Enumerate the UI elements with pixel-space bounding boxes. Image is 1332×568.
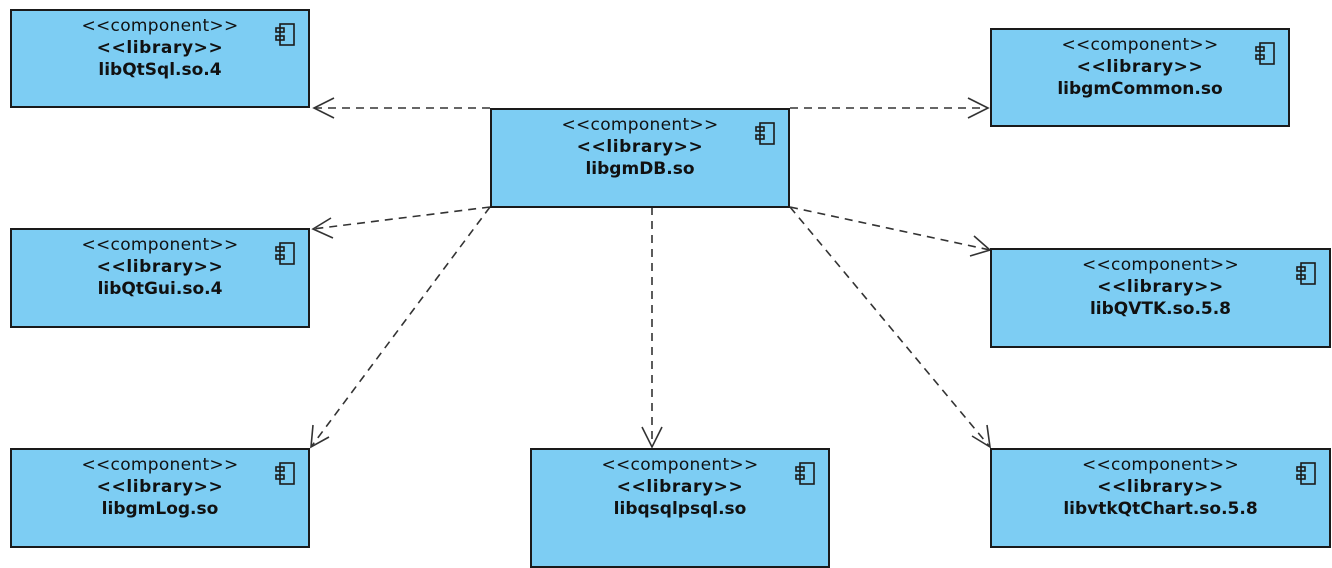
- component-libgmDB[interactable]: <<component>> <<library>> libgmDB.so: [490, 108, 790, 208]
- stereotype-component: <<component>>: [1081, 455, 1240, 475]
- component-libQtSql[interactable]: <<component>> <<library>> libQtSql.so.4: [10, 9, 310, 108]
- stereotype-library: <<library>>: [616, 477, 744, 497]
- component-name: libgmLog.so: [101, 499, 219, 519]
- dependency-arrow-libQtGui: [312, 206, 491, 230]
- component-libgmCommon[interactable]: <<component>> <<library>> libgmCommon.so: [990, 28, 1290, 127]
- arrowhead-libQtGui: [311, 217, 334, 239]
- stereotype-library: <<library>>: [576, 137, 704, 157]
- component-name: libQtSql.so.4: [98, 60, 222, 80]
- stereotype-library: <<library>>: [1097, 277, 1224, 297]
- component-icon: [275, 23, 295, 46]
- component-name: libQVTK.so.5.8: [1089, 299, 1232, 319]
- dependency-arrow-libQVTK: [789, 206, 991, 251]
- stereotype-component: <<component>>: [81, 16, 239, 36]
- arrowhead-libQtSql: [312, 97, 335, 119]
- component-libqsqlpsql[interactable]: <<component>> <<library>> libqsqlpsql.so: [530, 448, 830, 568]
- dependency-arrow-libvtkQtChart: [789, 206, 991, 448]
- stereotype-component: <<component>>: [1081, 255, 1240, 275]
- component-libQtGui[interactable]: <<component>> <<library>> libQtGui.so.4: [10, 228, 310, 328]
- component-name: libgmDB.so: [585, 159, 695, 179]
- stereotype-library: <<library>>: [96, 257, 224, 277]
- component-icon: [755, 122, 775, 145]
- component-name: libqsqlpsql.so: [613, 499, 747, 519]
- component-icon: [1255, 42, 1275, 65]
- component-libgmLog[interactable]: <<component>> <<library>> libgmLog.so: [10, 448, 310, 548]
- arrowhead-libvtkQtChart: [971, 424, 992, 449]
- component-name: libgmCommon.so: [1057, 79, 1223, 99]
- stereotype-library: <<library>>: [96, 477, 224, 497]
- stereotype-library: <<library>>: [1076, 57, 1204, 77]
- arrowhead-libgmLog: [310, 424, 330, 449]
- component-name: libQtGui.so.4: [97, 279, 223, 299]
- stereotype-component: <<component>>: [81, 235, 239, 255]
- component-icon: [795, 462, 815, 485]
- component-icon: [1296, 462, 1316, 485]
- arrowhead-libgmCommon: [967, 97, 990, 119]
- component-libQVTK[interactable]: <<component>> <<library>> libQVTK.so.5.8: [990, 248, 1331, 348]
- component-icon: [1296, 262, 1316, 285]
- component-libvtkQtChart[interactable]: <<component>> <<library>> libvtkQtChart.…: [990, 448, 1331, 548]
- stereotype-component: <<component>>: [1061, 35, 1219, 55]
- stereotype-component: <<component>>: [81, 455, 239, 475]
- stereotype-library: <<library>>: [1097, 477, 1224, 497]
- arrowhead-libqsqlpsql: [641, 426, 663, 449]
- dependency-arrow-libgmLog: [310, 206, 491, 448]
- component-icon: [275, 242, 295, 265]
- component-name: libvtkQtChart.so.5.8: [1063, 499, 1258, 519]
- stereotype-component: <<component>>: [601, 455, 759, 475]
- stereotype-library: <<library>>: [96, 38, 224, 58]
- component-icon: [275, 462, 295, 485]
- stereotype-component: <<component>>: [561, 115, 719, 135]
